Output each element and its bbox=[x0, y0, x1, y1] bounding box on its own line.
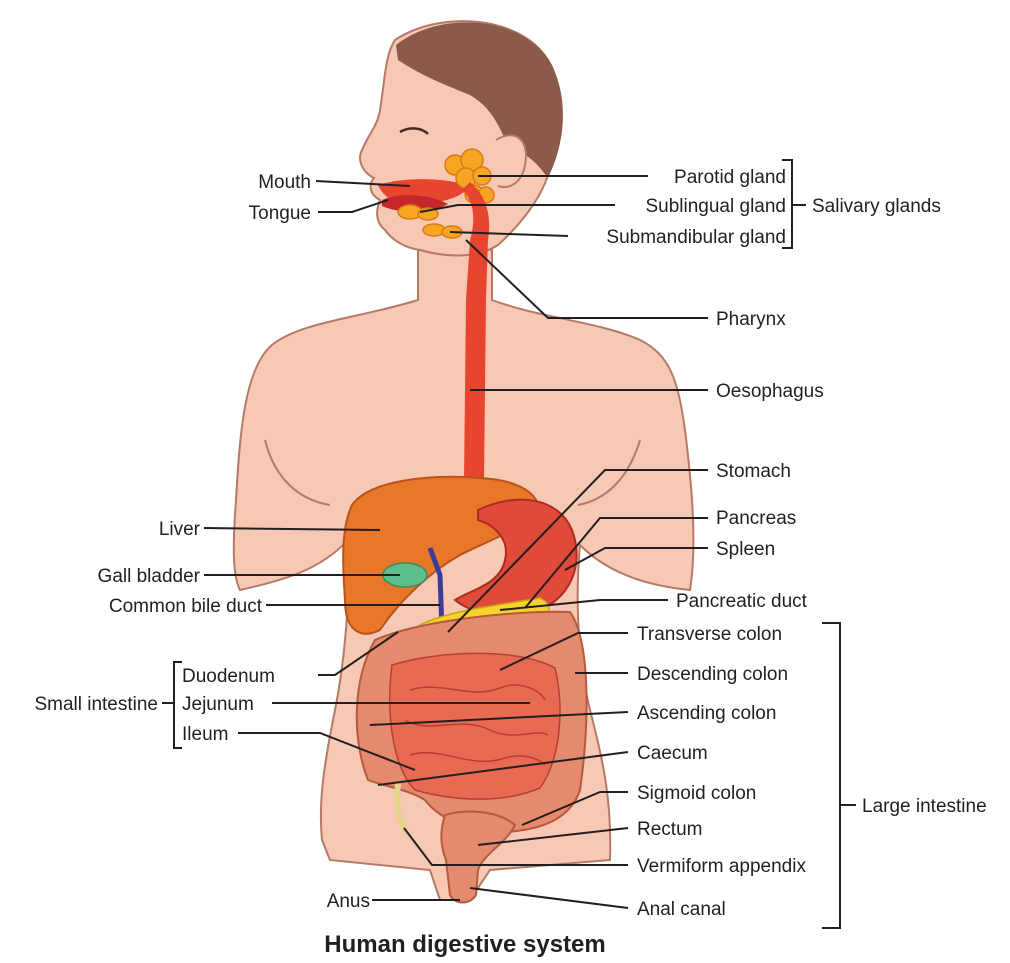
label-pharynx: Pharynx bbox=[716, 309, 786, 330]
label-submandibular-gland: Submandibular gland bbox=[606, 227, 786, 248]
label-descending-colon: Descending colon bbox=[637, 664, 788, 685]
label-small-intestine: Small intestine bbox=[34, 694, 158, 715]
label-ileum: Ileum bbox=[182, 724, 228, 745]
label-gall-bladder: Gall bladder bbox=[98, 566, 201, 587]
label-sublingual-gland: Sublingual gland bbox=[645, 196, 786, 217]
label-salivary-glands: Salivary glands bbox=[812, 196, 941, 217]
small-intestine-shape bbox=[390, 653, 560, 799]
label-pancreas: Pancreas bbox=[716, 508, 796, 529]
label-caecum: Caecum bbox=[637, 743, 708, 764]
label-sigmoid-colon: Sigmoid colon bbox=[637, 783, 756, 804]
anal-canal-leader bbox=[470, 888, 628, 908]
label-oesophagus: Oesophagus bbox=[716, 381, 824, 402]
large-intestine-bracket bbox=[822, 623, 856, 928]
label-ascending-colon: Ascending colon bbox=[637, 703, 776, 724]
label-jejunum: Jejunum bbox=[182, 694, 254, 715]
label-stomach: Stomach bbox=[716, 461, 791, 482]
label-tongue: Tongue bbox=[249, 203, 311, 224]
label-pancreatic-duct: Pancreatic duct bbox=[676, 591, 808, 612]
label-rectum: Rectum bbox=[637, 819, 702, 840]
label-common-bile-duct: Common bile duct bbox=[109, 596, 263, 617]
small-intestine-bracket bbox=[162, 662, 182, 748]
label-mouth: Mouth bbox=[258, 172, 311, 193]
label-spleen: Spleen bbox=[716, 539, 775, 560]
label-duodenum: Duodenum bbox=[182, 666, 275, 687]
label-transverse-colon: Transverse colon bbox=[637, 624, 782, 645]
label-liver: Liver bbox=[159, 519, 201, 540]
label-vermiform-appendix: Vermiform appendix bbox=[637, 856, 806, 877]
label-large-intestine: Large intestine bbox=[862, 796, 987, 817]
label-anus: Anus bbox=[327, 891, 370, 912]
label-anal-canal: Anal canal bbox=[637, 899, 726, 920]
diagram-title: Human digestive system bbox=[324, 931, 605, 958]
label-parotid-gland: Parotid gland bbox=[674, 167, 786, 188]
